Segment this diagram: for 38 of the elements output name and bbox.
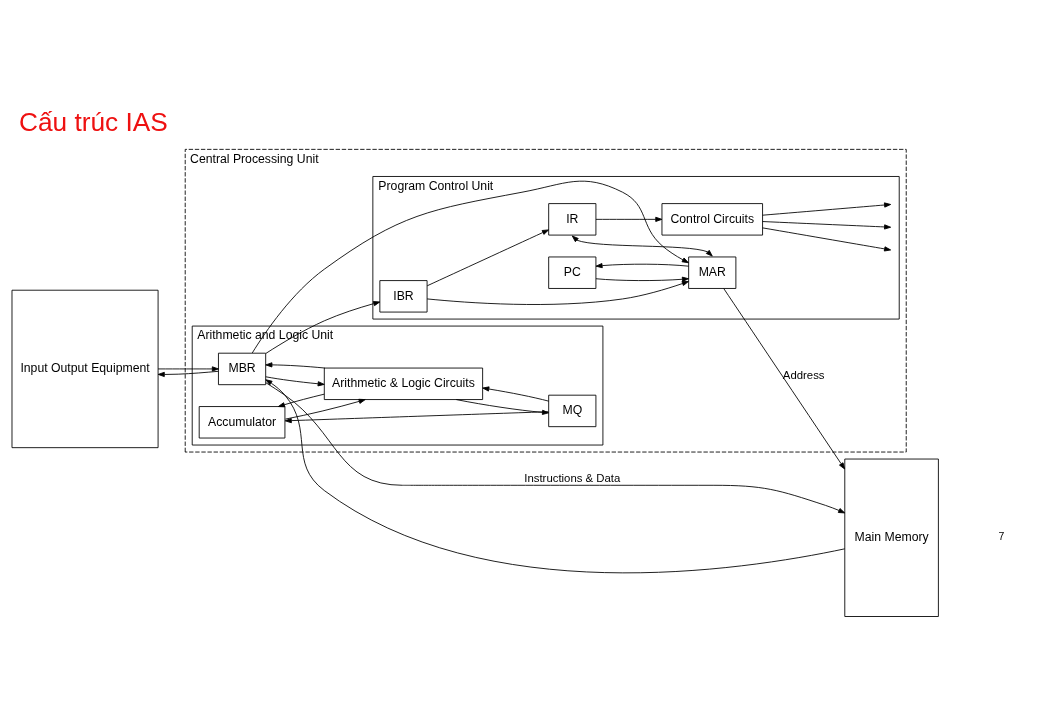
arrow: [723, 287, 846, 469]
arrow: [762, 220, 892, 229]
arrow: [455, 398, 550, 415]
arrow: [277, 393, 325, 407]
node-box: IBR: [379, 279, 428, 312]
node-box: Accumulator: [198, 405, 286, 438]
arrow: [426, 280, 689, 305]
node-box: IR: [548, 202, 597, 236]
arrow: [265, 361, 326, 368]
arrow: [265, 375, 325, 386]
arrow: [426, 228, 549, 286]
arrow: [482, 385, 550, 402]
arrow: [157, 370, 219, 377]
node-box: Main Memory: [844, 458, 939, 617]
diagram-title: Cấu trúc IAS: [18, 106, 168, 137]
node-box: Arithmetic & Logic Circuits: [323, 367, 484, 400]
edge-label: Instructions & Data: [524, 471, 621, 484]
arrow: [762, 201, 892, 216]
node-box: MAR: [688, 256, 737, 289]
arrow: [284, 398, 366, 420]
label: 7: [998, 530, 1005, 542]
node-box: Control Circuits: [661, 202, 763, 236]
arrow: [157, 365, 219, 371]
arrow: [251, 180, 689, 353]
arrow: [762, 226, 892, 251]
node-box: Input Output Equipment: [11, 289, 159, 448]
arrow: [265, 300, 381, 354]
node-box: PC: [548, 256, 597, 289]
arrow: [595, 262, 689, 268]
arrow: [595, 276, 689, 282]
arrow: [571, 235, 713, 257]
arrow: [595, 216, 663, 222]
node-box: MQ: [548, 394, 597, 427]
arrow: [265, 381, 846, 513]
arrow: [265, 378, 846, 573]
node-box: MBR: [218, 352, 267, 385]
edge-label: Address: [782, 368, 825, 381]
arrow: [284, 410, 549, 423]
